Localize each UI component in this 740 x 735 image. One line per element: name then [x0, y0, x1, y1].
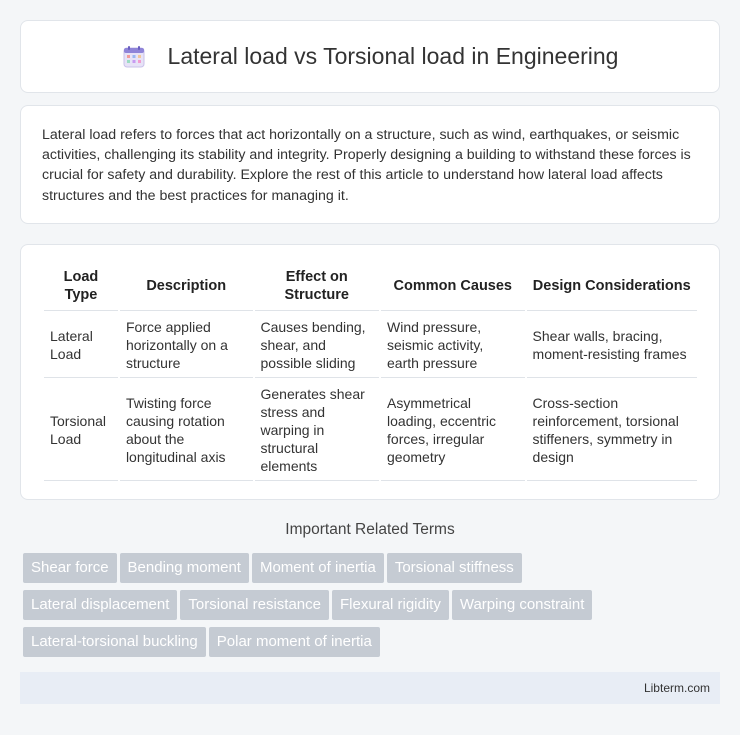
- related-term-tag[interactable]: Moment of inertia: [251, 553, 384, 583]
- table-header: Common Causes: [381, 259, 525, 311]
- table-cell: Generates shear stress and warping in st…: [254, 378, 380, 481]
- related-term-tag[interactable]: Torsional resistance: [180, 590, 329, 620]
- table-header-row: Load Type Description Effect on Structur…: [44, 259, 697, 311]
- related-term-tag[interactable]: Torsional stiffness: [386, 553, 522, 583]
- comparison-table: Load Type Description Effect on Structur…: [42, 259, 699, 481]
- table-cell: Asymmetrical loading, eccentric forces, …: [381, 378, 525, 481]
- related-term-tag[interactable]: Polar moment of inertia: [208, 627, 380, 657]
- table-header: Effect on Structure: [254, 259, 380, 311]
- intro-text: Lateral load refers to forces that act h…: [42, 127, 691, 204]
- comparison-table-card: Load Type Description Effect on Structur…: [20, 244, 720, 500]
- table-cell: Causes bending, shear, and possible slid…: [254, 311, 380, 378]
- related-term-tag[interactable]: Flexural rigidity: [331, 590, 449, 620]
- table-row: Torsional Load Twisting force causing ro…: [44, 378, 697, 481]
- table-header: Design Considerations: [526, 259, 697, 311]
- page-title: Lateral load vs Torsional load in Engine…: [167, 43, 619, 69]
- related-term-tag[interactable]: Lateral-torsional buckling: [23, 627, 206, 657]
- related-term-tag[interactable]: Bending moment: [119, 553, 249, 583]
- table-header: Load Type: [44, 259, 118, 311]
- table-cell: Wind pressure, seismic activity, earth p…: [381, 311, 525, 378]
- related-term-tag[interactable]: Warping constraint: [451, 590, 593, 620]
- table-cell: Shear walls, bracing, moment-resisting f…: [526, 311, 697, 378]
- table-cell: Torsional Load: [44, 378, 118, 481]
- footer-site-link[interactable]: Libterm.com: [643, 681, 710, 695]
- related-terms-title: Important Related Terms: [285, 521, 455, 538]
- related-term-tag[interactable]: Shear force: [23, 553, 117, 583]
- title-card: Lateral load vs Torsional load in Engine…: [20, 20, 720, 93]
- table-cell: Force applied horizontally on a structur…: [119, 311, 253, 378]
- related-term-tag[interactable]: Lateral displacement: [23, 590, 178, 620]
- table-row: Lateral Load Force applied horizontally …: [44, 311, 697, 378]
- intro-card: Lateral load refers to forces that act h…: [20, 105, 720, 224]
- table-cell: Twisting force causing rotation about th…: [119, 378, 253, 481]
- table-header: Description: [119, 259, 253, 311]
- calendar-icon: [122, 45, 146, 69]
- table-cell: Cross-section reinforcement, torsional s…: [526, 378, 697, 481]
- footer: Libterm.com: [20, 672, 720, 704]
- table-cell: Lateral Load: [44, 311, 118, 378]
